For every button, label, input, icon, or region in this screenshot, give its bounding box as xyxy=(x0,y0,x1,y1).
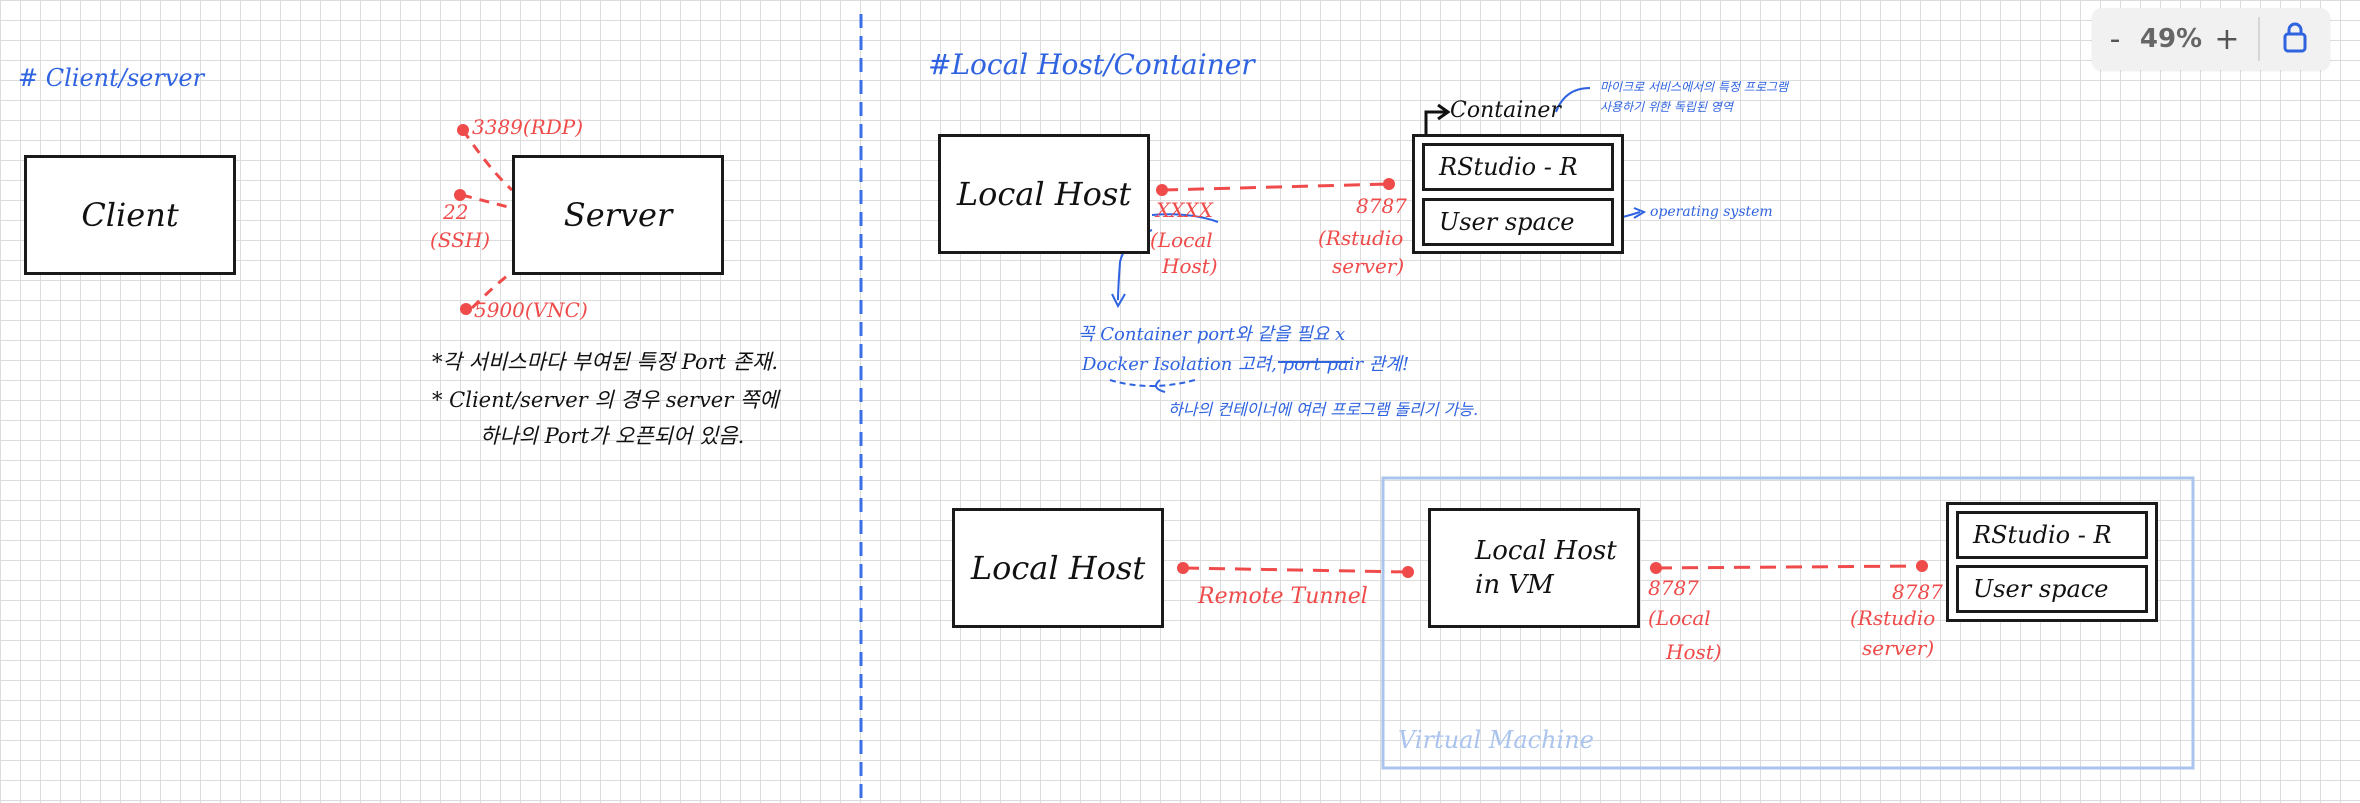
lock-icon xyxy=(2282,21,2308,57)
host-port-desc-1: (Local xyxy=(1150,228,1213,252)
bottom-user-space-label: User space xyxy=(1973,575,2109,603)
micro-service-note-1: 마이크로 서비스에서의 특정 프로그램 xyxy=(1600,80,1789,94)
bottom-local-host-box[interactable]: Local Host xyxy=(952,508,1164,628)
client-box[interactable]: Client xyxy=(24,155,236,275)
port-note-2: Docker Isolation 고려, port pair 관계! xyxy=(1082,354,1410,375)
rstudio-label: RStudio - R xyxy=(1439,153,1578,181)
bottom-container-port-label: 8787 xyxy=(1892,580,1943,604)
left-note-1: *각 서비스마다 부여된 특정 Port 존재. xyxy=(432,350,779,374)
host-port-label: XXXX xyxy=(1156,198,1213,222)
zoom-in-button[interactable]: + xyxy=(2214,21,2240,57)
bottom-rstudio-label: RStudio - R xyxy=(1973,521,2112,549)
port-note-3: 하나의 컨테이너에 여러 프로그램 돌리기 가능. xyxy=(1168,400,1479,419)
bottom-local-host-label: Local Host xyxy=(970,549,1146,587)
bottom-container-port-desc-2: server) xyxy=(1862,636,1935,660)
rstudio-box[interactable]: RStudio - R xyxy=(1422,143,1614,191)
container-label: Container xyxy=(1450,98,1561,123)
zoom-level: 49% xyxy=(2139,24,2203,54)
vm-port-desc-1: (Local xyxy=(1648,606,1711,630)
toolbar-divider xyxy=(2258,17,2260,61)
vm-local-host-box[interactable]: Local Host in VM xyxy=(1428,508,1640,628)
port-ssh-name: (SSH) xyxy=(430,228,491,252)
user-space-box[interactable]: User space xyxy=(1422,198,1614,246)
local-host-label: Local Host xyxy=(956,175,1132,213)
lock-button[interactable] xyxy=(2268,8,2322,70)
port-ssh-number: 22 xyxy=(443,200,469,224)
client-label: Client xyxy=(81,196,179,234)
os-note: operating system xyxy=(1650,204,1773,220)
zoom-toolbar: - 49% + xyxy=(2092,8,2330,70)
container-port-desc-2: server) xyxy=(1332,254,1405,278)
container-port-label: 8787 xyxy=(1356,194,1407,218)
vm-local-host-label-1: Local Host xyxy=(1475,536,1617,566)
vm-port-label: 8787 xyxy=(1648,576,1699,600)
port-note-1: 꼭 Container port와 같을 필요 x xyxy=(1078,324,1346,345)
left-note-2: * Client/server 의 경우 server 쪽에 xyxy=(432,388,779,412)
server-box[interactable]: Server xyxy=(512,155,724,275)
left-note-3: 하나의 Port가 오픈되어 있음. xyxy=(480,424,745,448)
port-rdp-label: 3389(RDP) xyxy=(472,115,584,139)
host-port-desc-2: Host) xyxy=(1162,254,1218,278)
port-vnc-label: 5900(VNC) xyxy=(474,298,588,322)
bottom-rstudio-box[interactable]: RStudio - R xyxy=(1956,511,2148,559)
micro-service-note-2: 사용하기 위한 독립된 영역 xyxy=(1600,100,1733,114)
local-host-container-heading: #Local Host/Container xyxy=(928,48,1255,81)
vm-local-host-label-2: in VM xyxy=(1475,570,1554,600)
container-port-desc-1: (Rstudio xyxy=(1318,226,1404,250)
server-label: Server xyxy=(563,196,673,234)
vm-port-desc-2: Host) xyxy=(1666,640,1722,664)
client-server-heading: # Client/server xyxy=(18,64,205,92)
user-space-label: User space xyxy=(1439,208,1575,236)
remote-tunnel-label: Remote Tunnel xyxy=(1198,584,1368,609)
local-host-box[interactable]: Local Host xyxy=(938,134,1150,254)
zoom-out-button[interactable]: - xyxy=(2109,21,2121,57)
virtual-machine-label: Virtual Machine xyxy=(1398,726,1594,754)
bottom-user-space-box[interactable]: User space xyxy=(1956,565,2148,613)
bottom-container-port-desc-1: (Rstudio xyxy=(1850,606,1936,630)
